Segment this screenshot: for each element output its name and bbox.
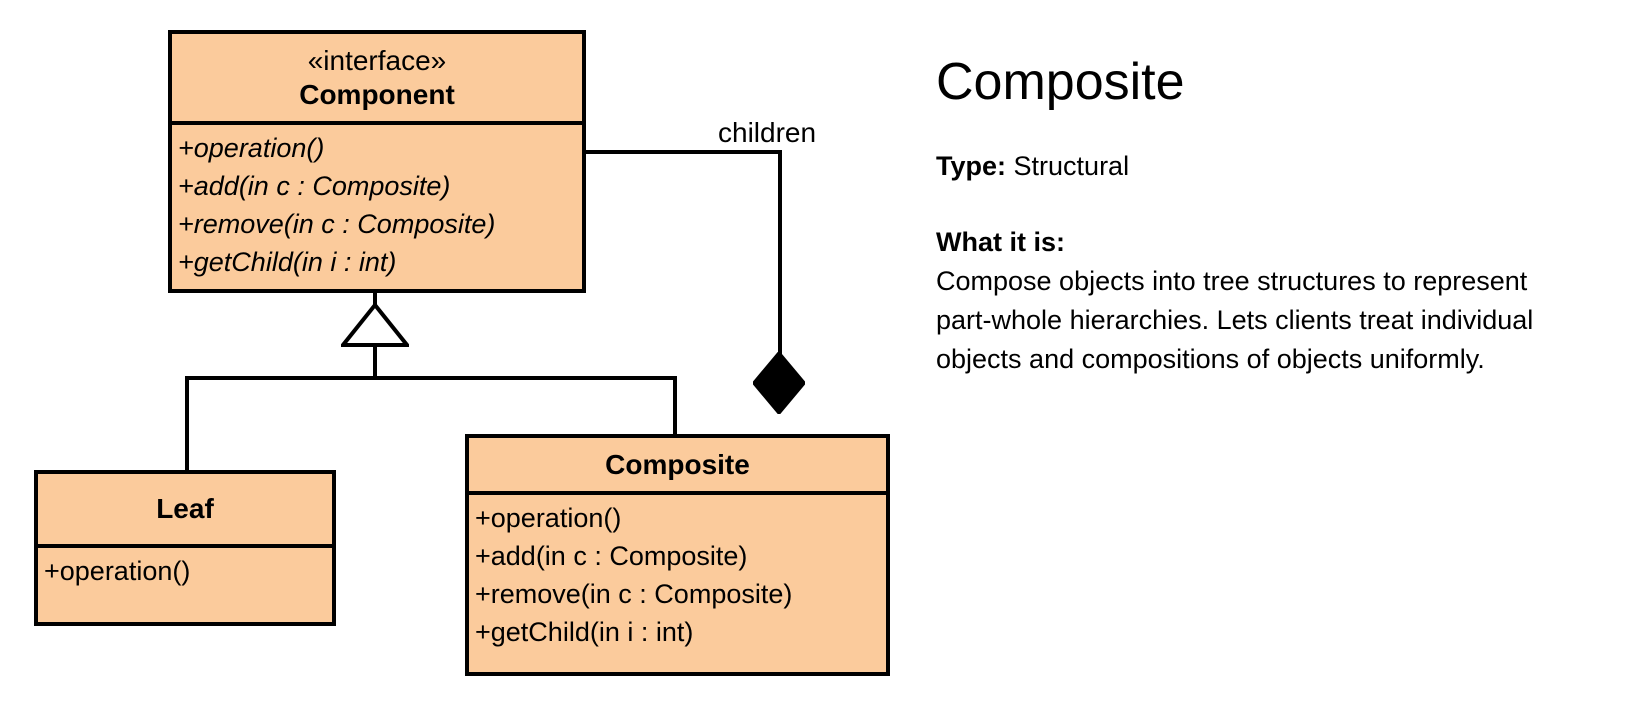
class-name-composite: Composite bbox=[605, 448, 750, 480]
class-member: +add(in c : Composite) bbox=[178, 171, 451, 201]
association-label-children: children bbox=[718, 117, 817, 148]
class-members-composite: +operation() +add(in c : Composite) +rem… bbox=[469, 495, 886, 672]
class-members-leaf: +operation() bbox=[38, 548, 332, 622]
generalization-branch-composite-line bbox=[673, 376, 677, 436]
class-member: +getChild(in i : int) bbox=[475, 617, 694, 647]
generalization-bus-line bbox=[185, 376, 677, 380]
class-member: +operation() bbox=[178, 133, 325, 163]
class-members-component: +operation() +add(in c : Composite) +rem… bbox=[172, 125, 582, 289]
class-header-leaf: Leaf bbox=[38, 474, 332, 548]
class-member: +add(in c : Composite) bbox=[475, 541, 748, 571]
generalization-drop-line bbox=[373, 344, 377, 380]
pattern-type-value: Structural bbox=[1013, 151, 1130, 181]
class-member: +operation() bbox=[475, 503, 622, 533]
pattern-what-text: Compose objects into tree structures to … bbox=[936, 266, 1534, 374]
inheritance-triangle-icon bbox=[341, 303, 409, 347]
class-member: +operation() bbox=[44, 556, 191, 586]
class-member: +getChild(in i : int) bbox=[178, 247, 397, 277]
pattern-what-label: What it is: bbox=[936, 227, 1065, 257]
class-box-component[interactable]: «interface» Component +operation() +add(… bbox=[168, 30, 586, 293]
class-header-component: «interface» Component bbox=[172, 34, 582, 125]
class-box-leaf[interactable]: Leaf +operation() bbox=[34, 470, 336, 626]
pattern-type-label: Type: bbox=[936, 151, 1007, 181]
generalization-stub-line bbox=[373, 293, 377, 305]
pattern-type-row: Type: Structural bbox=[936, 148, 1596, 184]
composition-diamond-icon bbox=[753, 352, 805, 414]
class-stereotype-component: «interface» bbox=[307, 44, 447, 76]
class-name-leaf: Leaf bbox=[156, 493, 214, 524]
class-name-component: Component bbox=[299, 78, 455, 110]
composition-horizontal-line bbox=[584, 150, 782, 154]
pattern-title: Composite bbox=[936, 53, 1185, 111]
class-header-composite: Composite bbox=[469, 438, 886, 495]
class-member: +remove(in c : Composite) bbox=[178, 209, 496, 239]
class-box-composite[interactable]: Composite +operation() +add(in c : Compo… bbox=[465, 434, 890, 676]
composition-vertical-line bbox=[778, 150, 782, 358]
pattern-info-panel: Composite Type: Structural What it is: C… bbox=[936, 52, 1596, 379]
generalization-branch-leaf-line bbox=[185, 376, 189, 472]
class-member: +remove(in c : Composite) bbox=[475, 579, 793, 609]
